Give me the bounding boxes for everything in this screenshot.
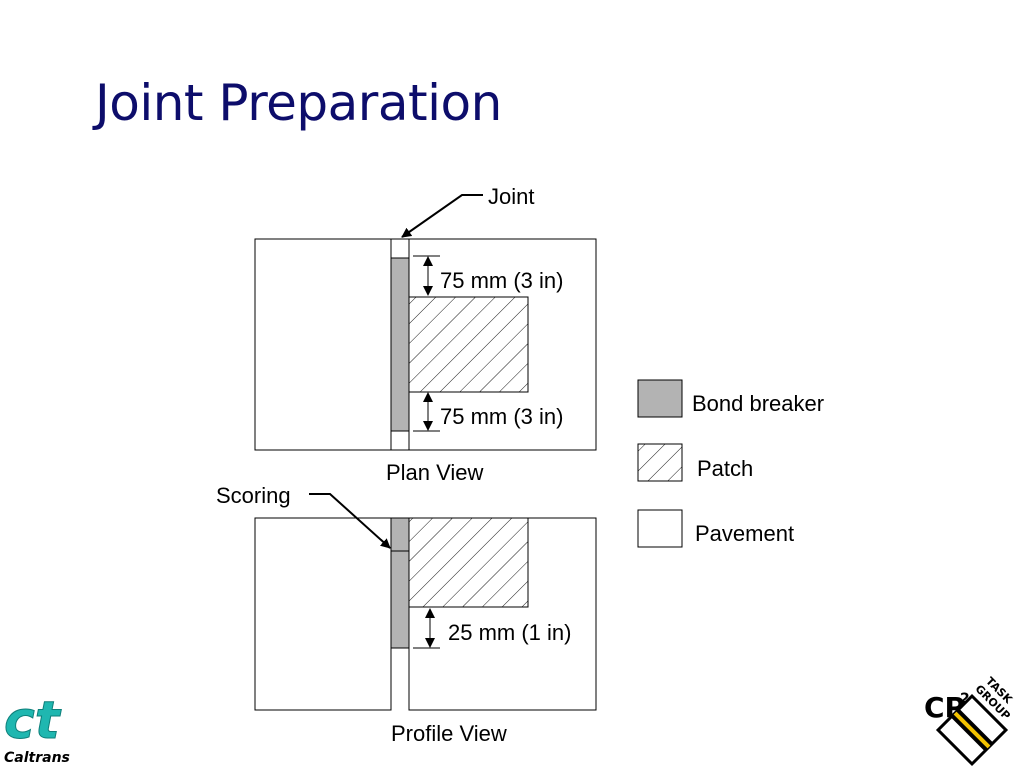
svg-text:Caltrans: Caltrans xyxy=(4,750,70,766)
profile-patch xyxy=(408,517,529,608)
legend-swatch-patch xyxy=(637,443,683,482)
scoring-label: Scoring xyxy=(216,483,291,508)
dim-top-arrow-down xyxy=(423,286,433,296)
caltrans-logo: ct Caltrans xyxy=(4,691,70,767)
slide-title: Joint Preparation xyxy=(95,74,502,132)
legend-label-bond-breaker: Bond breaker xyxy=(692,391,824,416)
cp2-task-group-logo: CP 2 TASK GROUP xyxy=(924,675,1015,767)
legend: Bond breaker Patch Pavement xyxy=(637,379,824,548)
legend-label-pavement: Pavement xyxy=(695,521,794,546)
profile-slab-left xyxy=(254,517,392,711)
dim-top-label: 75 mm (3 in) xyxy=(440,268,563,293)
dim-profile-arrow-down xyxy=(425,638,435,648)
joint-callout: Joint xyxy=(401,184,534,238)
dim-profile-arrow-up xyxy=(425,608,435,618)
dim-bottom-arrow-down xyxy=(423,421,433,431)
dim-top-arrow-up xyxy=(423,256,433,266)
svg-text:ct: ct xyxy=(4,691,62,751)
dim-bottom-arrow-up xyxy=(423,392,433,402)
dim-bottom-label: 75 mm (3 in) xyxy=(440,404,563,429)
plan-view-caption: Plan View xyxy=(386,460,484,485)
legend-swatch-pavement xyxy=(637,509,683,548)
plan-patch xyxy=(408,296,529,393)
scoring-callout: Scoring xyxy=(216,483,391,549)
dim-profile-label: 25 mm (1 in) xyxy=(448,620,571,645)
profile-view: 25 mm (1 in) Profile View xyxy=(254,517,597,746)
plan-bond-breaker xyxy=(390,257,410,432)
profile-view-caption: Profile View xyxy=(391,721,507,746)
joint-label: Joint xyxy=(488,184,534,209)
plan-view: 75 mm (3 in) 75 mm (3 in) Plan View xyxy=(254,238,597,485)
legend-label-patch: Patch xyxy=(697,456,753,481)
legend-swatch-bond-breaker xyxy=(637,379,683,418)
profile-bond-breaker xyxy=(390,517,410,649)
svg-text:2: 2 xyxy=(960,691,970,707)
